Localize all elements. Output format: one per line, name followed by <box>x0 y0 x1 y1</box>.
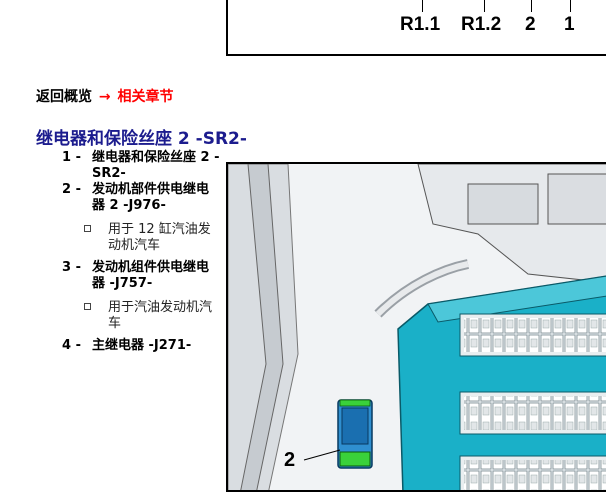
legend-subtext: 用于汽油发动机汽车 <box>108 300 213 331</box>
fuse-holder-illustration: 2 <box>226 162 606 492</box>
top-figure-callouts: R1.1 R1.2 2 1 <box>228 0 606 54</box>
legend-item-2: 2 - 发动机部件供电继电器 2 -J976- <box>62 182 220 214</box>
legend-text: 发动机部件供电继电器 2 -J976- <box>92 182 210 213</box>
figure-callout-2: 2 <box>284 449 296 471</box>
legend-subitem-3: 用于汽油发动机汽车 <box>62 300 220 332</box>
square-bullet-icon <box>84 303 91 310</box>
legend-number: 2 - <box>62 182 81 197</box>
legend-subtext: 用于 12 缸汽油发动机汽车 <box>108 222 211 253</box>
callout-1: 1 <box>564 14 575 35</box>
legend-text: 主继电器 -J271- <box>92 338 192 353</box>
section-title: 继电器和保险丝座 2 -SR2- <box>36 129 247 149</box>
legend-text: 发动机组件供电继电器 -J757- <box>92 260 210 291</box>
related-chapters-link[interactable]: 相关章节 <box>117 89 174 105</box>
callout-r1-1: R1.1 <box>400 14 441 35</box>
legend-subitem-2: 用于 12 缸汽油发动机汽车 <box>62 222 220 254</box>
legend-text: 继电器和保险丝座 2 -SR2- <box>92 150 220 181</box>
legend-item-1: 1 - 继电器和保险丝座 2 -SR2- <box>62 150 220 182</box>
square-bullet-icon <box>84 225 91 232</box>
arrow-right-icon: → <box>98 89 111 105</box>
top-figure-frame: R1.1 R1.2 2 1 <box>226 0 606 56</box>
legend-item-3: 3 - 发动机组件供电继电器 -J757- <box>62 260 220 292</box>
legend-number: 4 - <box>62 338 81 353</box>
legend-item-4: 4 - 主继电器 -J271- <box>62 338 220 354</box>
fuse-holder-drawing <box>228 164 606 490</box>
legend-number: 1 - <box>62 150 81 165</box>
back-to-overview-link[interactable]: 返回概览 <box>36 89 92 105</box>
legend-number: 3 - <box>62 260 81 275</box>
callout-2: 2 <box>525 14 536 35</box>
nav-row: 返回概览 → 相关章节 <box>36 86 173 106</box>
legend-list: 1 - 继电器和保险丝座 2 -SR2- 2 - 发动机部件供电继电器 2 -J… <box>62 150 220 354</box>
callout-r1-2: R1.2 <box>461 14 502 35</box>
